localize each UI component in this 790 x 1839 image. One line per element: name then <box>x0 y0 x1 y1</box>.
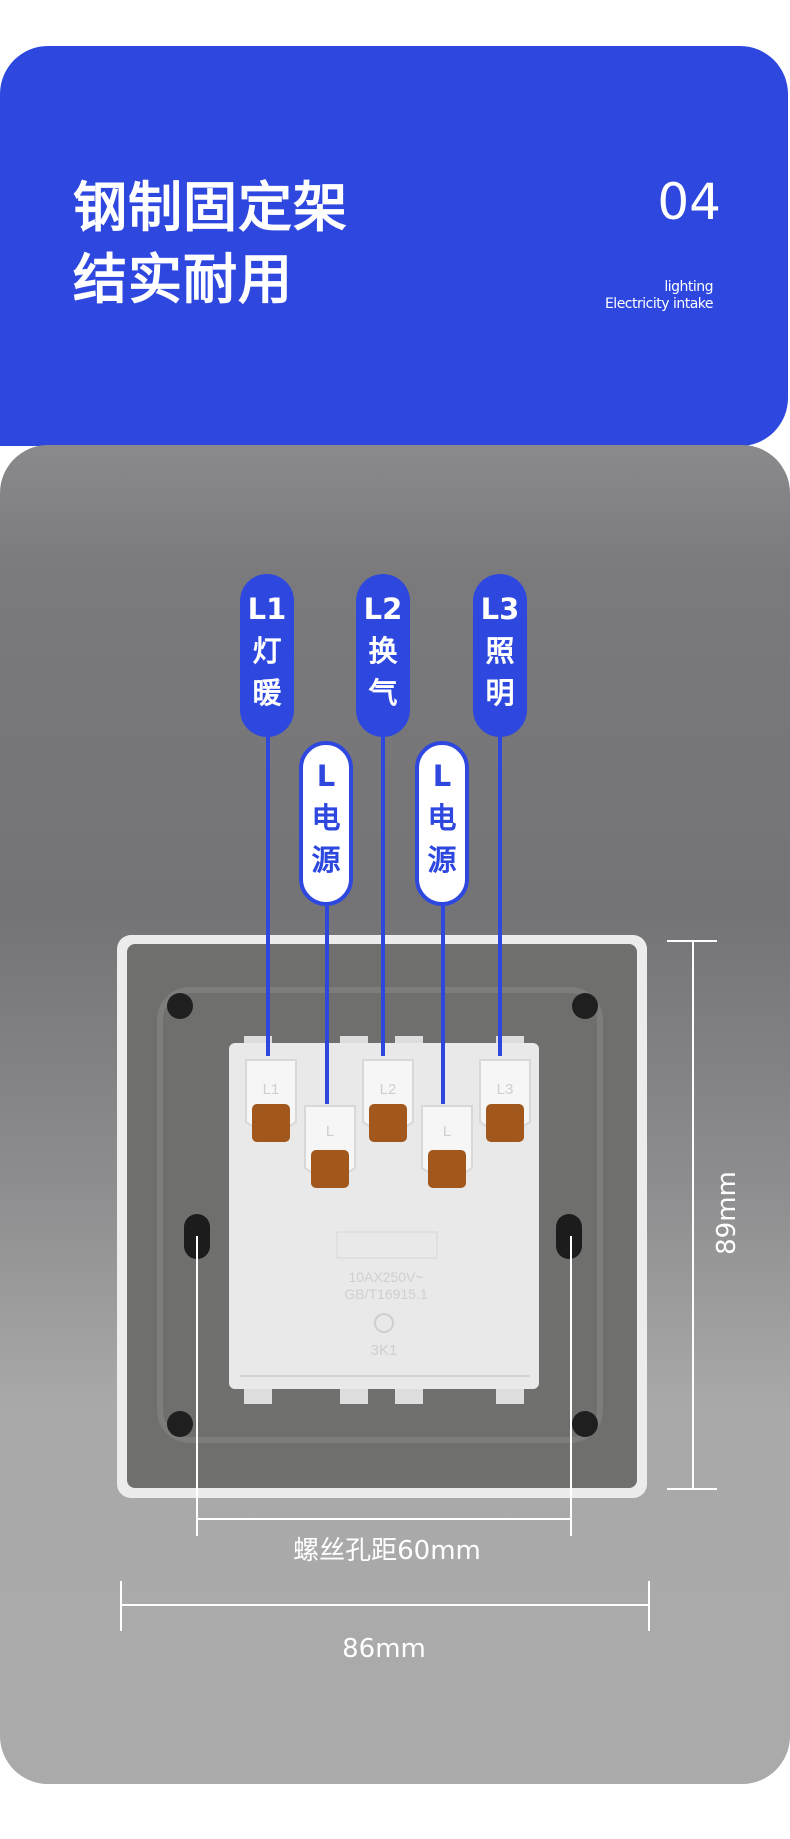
height-dimension-line <box>692 941 694 1489</box>
dimension-tick <box>648 1581 650 1631</box>
header-banner <box>0 46 788 446</box>
label-code: L <box>432 759 452 793</box>
dimension-tick <box>196 1236 198 1536</box>
terminal-mark: L <box>326 1123 334 1140</box>
cert-mark: 3K1 <box>371 1342 398 1359</box>
terminal-mark: L3 <box>497 1081 514 1098</box>
wire-l1 <box>266 730 270 1056</box>
label-text: 电 <box>311 801 341 835</box>
terminal-mark: L2 <box>380 1081 397 1098</box>
label-text: 换 <box>368 634 398 668</box>
height-dimension-label: 89mm <box>712 1171 742 1255</box>
label-text: 明 <box>485 676 515 710</box>
label-code: L <box>316 759 336 793</box>
dimension-tick <box>667 940 717 942</box>
label-l3-lighting: L3 照 明 <box>473 574 527 737</box>
screw-hole <box>572 993 598 1019</box>
dimension-tick <box>667 1488 717 1490</box>
screw-hole <box>572 1411 598 1437</box>
screw-spacing-label: 螺丝孔距60mm <box>293 1536 481 1566</box>
subtitle-line2: Electricity intake <box>604 296 714 312</box>
wire-l-power-2 <box>441 900 445 1104</box>
terminal-mark: L <box>443 1123 451 1140</box>
label-l-power-2: L 电 源 <box>415 741 469 906</box>
screw-hole <box>167 1411 193 1437</box>
label-text: 暖 <box>252 676 282 710</box>
label-text: 灯 <box>252 634 282 668</box>
standard-mark: GB/T16915.1 <box>344 1286 427 1302</box>
screw-spacing-dimension-line <box>197 1518 571 1520</box>
label-text: 气 <box>368 676 398 710</box>
page-title-line1: 钢制固定架 <box>73 176 348 239</box>
dimension-tick <box>120 1581 122 1631</box>
label-text: 源 <box>427 843 457 877</box>
label-l-power-1: L 电 源 <box>299 741 353 906</box>
rating-mark: 10AX250V~ <box>348 1269 423 1285</box>
label-code: L3 <box>480 592 520 626</box>
width-dimension-line <box>121 1604 649 1606</box>
section-number: 04 <box>657 173 721 231</box>
width-dimension-label: 86mm <box>342 1634 426 1664</box>
label-l1-heating: L1 灯 暖 <box>240 574 294 737</box>
wire-l2 <box>381 730 385 1056</box>
mounting-slot <box>556 1214 582 1259</box>
dimension-tick <box>570 1236 572 1536</box>
subtitle-line1: lighting <box>664 279 713 295</box>
label-text: 照 <box>485 634 515 668</box>
label-l2-ventilation: L2 换 气 <box>356 574 410 737</box>
terminal-mark: L1 <box>263 1081 280 1098</box>
wire-l3 <box>498 730 502 1056</box>
screw-hole <box>167 993 193 1019</box>
label-text: 源 <box>311 843 341 877</box>
wire-l-power-1 <box>325 900 329 1104</box>
label-code: L2 <box>363 592 403 626</box>
label-code: L1 <box>247 592 287 626</box>
label-text: 电 <box>427 801 457 835</box>
page-title-line2: 结实耐用 <box>73 248 293 311</box>
